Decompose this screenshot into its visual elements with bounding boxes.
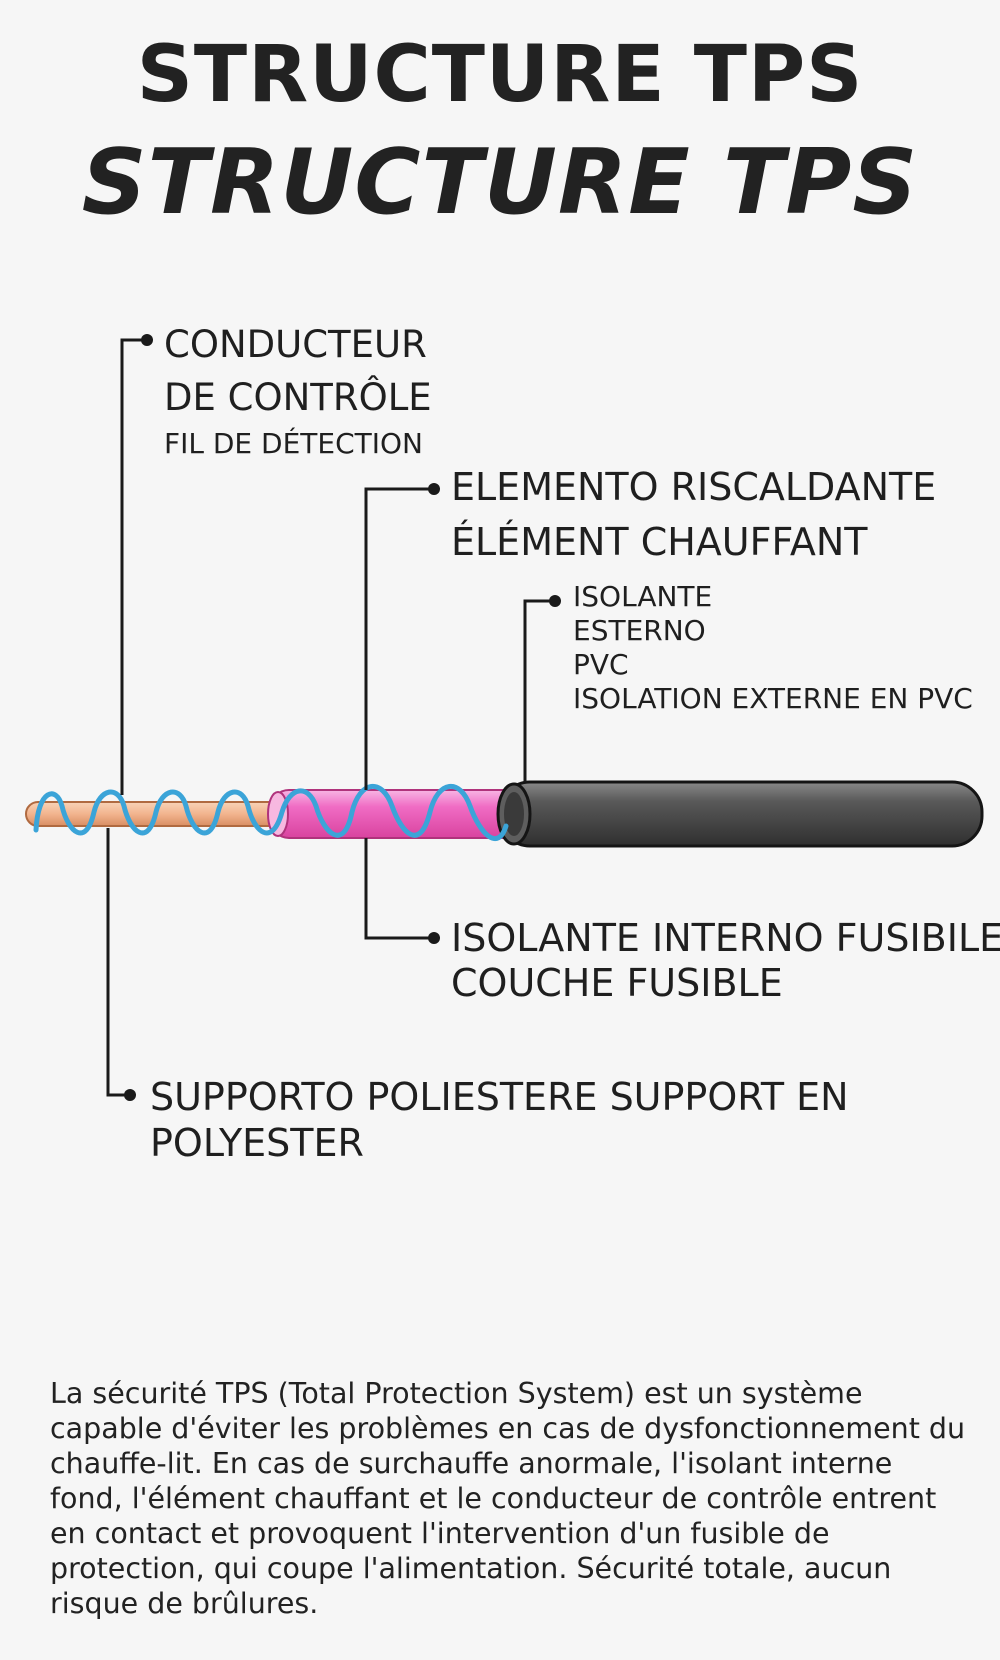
label-control-conductor: CONDUCTEUR DE CONTRÔLE FIL DE DÉTECTION — [164, 318, 432, 464]
label-outer-line1: ISOLANTE — [573, 580, 713, 613]
label-polyester-support: SUPPORTO POLIESTERE SUPPORT EN POLYESTER — [150, 1074, 849, 1166]
label-outer-line4: ISOLATION EXTERNE EN PVC — [573, 682, 973, 715]
label-polyester-line1: SUPPORTO POLIESTERE SUPPORT EN — [150, 1075, 849, 1119]
leader-dot-heating — [428, 483, 440, 495]
label-heating-line1: ELEMENTO RISCALDANTE — [451, 465, 937, 509]
label-outer-line3: PVC — [573, 648, 629, 681]
label-fusible-line1: ISOLANTE INTERNO FUSIBILE — [451, 916, 1000, 960]
label-heating-element: ELEMENTO RISCALDANTE ÉLÉMENT CHAUFFANT — [451, 460, 936, 570]
leader-outer-insulation — [523, 599, 553, 782]
leader-fusible-layer — [364, 838, 432, 940]
page-title-italic: STRUCTURE TPS — [81, 130, 919, 235]
label-fusible-line2: COUCHE FUSIBLE — [451, 961, 783, 1005]
label-outer-line2: ESTERNO — [573, 614, 706, 647]
heating-spiral — [33, 784, 509, 841]
label-control-line1: CONDUCTEUR — [164, 323, 427, 366]
leader-dot-fusible — [428, 932, 440, 944]
label-polyester-line2: POLYESTER — [150, 1121, 364, 1165]
outer-pvc-insulation — [496, 780, 984, 848]
page-title: STRUCTURE TPS — [136, 30, 864, 120]
label-heating-line2: ÉLÉMENT CHAUFFANT — [451, 520, 868, 564]
leader-heating-element — [364, 487, 432, 790]
label-fusible-layer: ISOLANTE INTERNO FUSIBILE COUCHE FUSIBLE — [451, 916, 1000, 1006]
description-paragraph: La sécurité TPS (Total Protection System… — [50, 1377, 966, 1620]
leader-dot-outer — [549, 595, 561, 607]
label-control-line3: FIL DE DÉTECTION — [164, 427, 423, 460]
leader-dot-polyester — [124, 1089, 136, 1101]
leader-dot-control — [141, 334, 153, 346]
label-control-line2: DE CONTRÔLE — [164, 376, 432, 419]
label-outer-insulation: ISOLANTE ESTERNO PVC ISOLATION EXTERNE E… — [573, 580, 973, 716]
leader-polyester-support — [106, 828, 128, 1097]
leader-control-conductor — [120, 338, 145, 795]
